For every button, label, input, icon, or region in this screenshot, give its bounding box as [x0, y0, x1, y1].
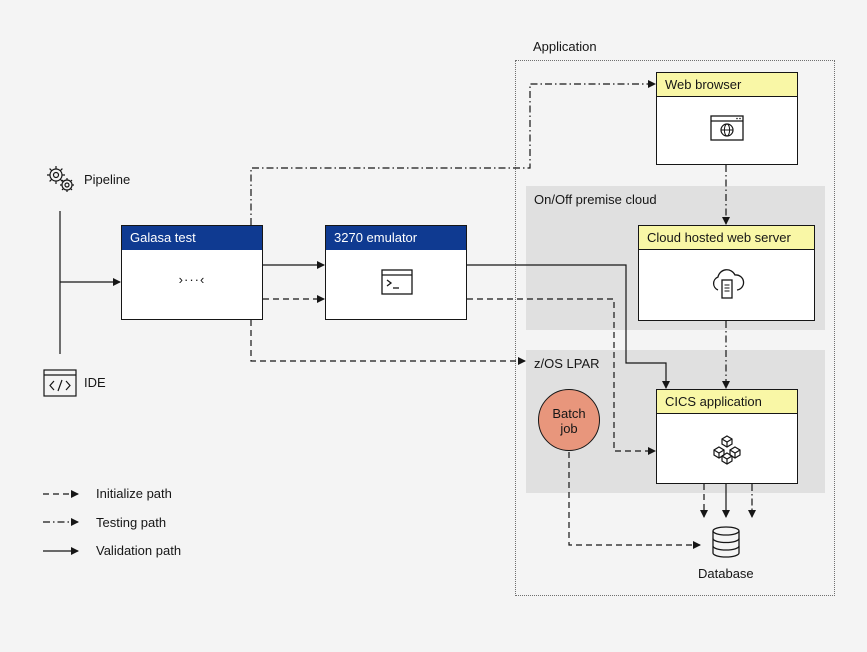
galasa-test-title: Galasa test: [122, 226, 262, 250]
lpar-zone-label: z/OS LPAR: [534, 356, 600, 371]
galasa-to-lpar-init: [250, 320, 526, 365]
web-server-box: Cloud hosted web server: [638, 225, 815, 321]
web-server-title: Cloud hosted web server: [639, 226, 814, 250]
database-icon: [711, 526, 741, 563]
legend-initialize-label: Initialize path: [96, 486, 172, 501]
ide-label: IDE: [84, 375, 106, 390]
globe-browser-icon: [710, 115, 744, 146]
cubes-icon: [710, 434, 744, 471]
legend-testing-label: Testing path: [96, 515, 167, 530]
galasa-test-symbol: ›···‹: [178, 272, 206, 287]
web-browser-box: Web browser: [656, 72, 798, 165]
application-region-label: Application: [533, 39, 597, 54]
legend-validation-label: Validation path: [96, 543, 182, 558]
terminal-icon: [381, 269, 413, 300]
application-region: [515, 60, 835, 596]
emulator-to-cics-validation: [467, 264, 670, 389]
emulator-box: 3270 emulator: [325, 225, 467, 320]
emulator-to-cics-init: [467, 298, 656, 455]
batch-to-db-init: [568, 452, 701, 549]
database-label: Database: [698, 566, 754, 581]
batch-job-line1: Batch: [552, 406, 586, 421]
code-icon: [43, 369, 77, 402]
galasa-test-box: Galasa test ›···‹: [121, 225, 263, 320]
emulator-title: 3270 emulator: [326, 226, 466, 250]
web-browser-title: Web browser: [657, 73, 797, 97]
galasa-to-browser-testing: [250, 80, 656, 225]
cics-title: CICS application: [657, 390, 797, 414]
batch-job-line2: job: [560, 421, 578, 436]
gears-icon: [44, 163, 78, 200]
cloud-server-icon: [709, 268, 745, 305]
cics-box: CICS application: [656, 389, 798, 484]
pipeline-label: Pipeline: [84, 172, 131, 187]
cloud-zone-label: On/Off premise cloud: [534, 192, 657, 207]
batch-job-node: Batch job: [538, 389, 600, 451]
